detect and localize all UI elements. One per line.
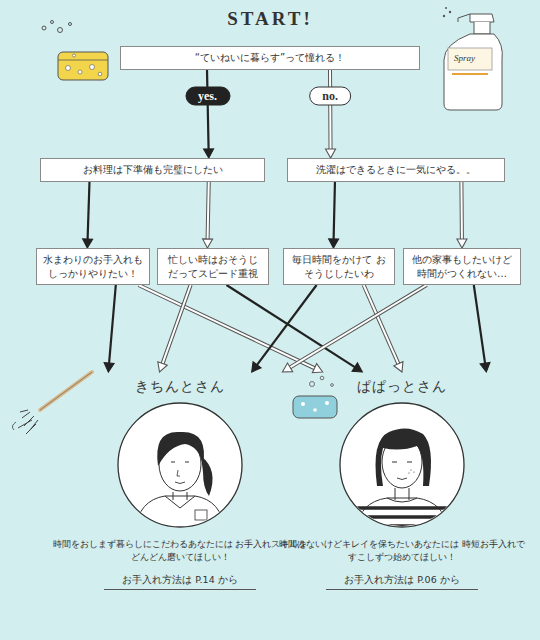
yes-arrow [329, 182, 339, 249]
arrow-outline [289, 285, 426, 368]
arrow-line [139, 285, 316, 369]
arrow-head [282, 363, 292, 372]
arrow-outline [364, 285, 399, 365]
arrow-line [207, 70, 209, 151]
box-text: 他の家事もしたいけど 時間がつくれない… [409, 253, 515, 280]
arrow-line [109, 285, 116, 364]
question-box: “ていねいに暮らす”って憧れる！ [120, 46, 420, 70]
box-text: 洗濯はできるときに一気にやる。。 [293, 163, 499, 177]
page-reference: お手入れ方法は P.06 から [326, 574, 477, 590]
answer-box: 他の家事もしたいけど 時間がつくれない… [403, 248, 521, 285]
result-circle: ぱぱっとさん時間はないけどキレイを保ちたいあなたには 時短お手入れですこしずつ始… [278, 372, 526, 590]
arrow-line [289, 285, 426, 368]
yes-label: yes. [185, 87, 230, 106]
portrait-circle [337, 400, 467, 530]
result-description: 時間はないけどキレイを保ちたいあなたには 時短お手入れですこしずつ始めてほしい！ [278, 538, 526, 564]
no-label: no. [309, 87, 351, 106]
arrow-head [394, 362, 403, 372]
arrow-outline [459, 182, 464, 241]
arrow-outline [208, 182, 209, 241]
arrow-outline [328, 70, 333, 151]
arrow-head [329, 239, 339, 248]
yes-arrow [104, 285, 116, 372]
arrow-outline [162, 285, 190, 364]
result-circle: きちんとさん時間をおしまず暮らしにこだわるあなたには お手入れスキルをどんどん磨… [52, 372, 308, 590]
box-text: 水まわりのお手入れも しっかりやりたい！ [42, 253, 144, 280]
arrow-head [203, 239, 213, 248]
box-text: “ていねいに暮らす”って憧れる！ [126, 51, 414, 65]
brush-illustration [12, 372, 92, 434]
no-arrow [364, 285, 403, 372]
arrow-line [460, 182, 463, 241]
result-heading: きちんとさん [135, 378, 225, 396]
arrow-line [88, 182, 90, 241]
arrow-head [104, 363, 114, 372]
sponge-illustration [293, 376, 337, 418]
arrow-head [326, 149, 336, 158]
yes-arrow [474, 285, 490, 372]
yes-arrow [83, 182, 93, 249]
arrow-line [364, 285, 399, 365]
arrow-head [83, 239, 93, 248]
arrow-head [352, 363, 362, 372]
arrow-head [252, 362, 261, 372]
yes-arrow [226, 285, 362, 372]
arrow-line [226, 285, 355, 368]
arrow-head [312, 364, 322, 373]
box-text: 毎日時間をかけて おそうじしたいわ [289, 253, 389, 280]
arrow-line [208, 182, 209, 241]
result-heading: ぱぱっとさん [357, 378, 447, 396]
arrow-line [334, 182, 335, 241]
no-arrow [326, 70, 336, 159]
arrow-head [457, 239, 467, 248]
result-description: 時間をおしまず暮らしにこだわるあなたには お手入れスキルをどんどん磨いてほしい！ [52, 538, 308, 564]
spray-bottle-illustration [443, 7, 503, 110]
arrow-outline [139, 285, 316, 369]
no-arrow [282, 285, 426, 372]
arrow-head [204, 149, 214, 158]
bottle-label: Spray [454, 53, 475, 63]
portrait-circle [115, 400, 245, 530]
box-text: 忙しい時はおそうじ だってスピード重視 [163, 253, 263, 280]
arrow-head [158, 362, 167, 372]
page-reference: お手入れ方法は P.14 から [104, 574, 255, 590]
answer-box: 忙しい時はおそうじ だってスピード重視 [157, 248, 269, 285]
no-arrow [203, 182, 213, 249]
arrow-line [329, 70, 332, 151]
answer-box: 水まわりのお手入れも しっかりやりたい！ [36, 248, 150, 285]
no-arrow [457, 182, 467, 249]
arrow-line [474, 285, 485, 364]
box-text: お料理は下準備も完璧にしたい [46, 163, 259, 177]
answer-box: 毎日時間をかけて おそうじしたいわ [283, 248, 395, 285]
question-box: 洗濯はできるときに一気にやる。。 [287, 158, 505, 182]
no-arrow [158, 285, 191, 372]
sponge-illustration [42, 21, 108, 81]
question-box: お料理は下準備も完璧にしたい [40, 158, 265, 182]
title: START! [0, 8, 540, 30]
arrow-head [480, 362, 490, 372]
arrow-line [256, 285, 316, 366]
arrow-line [162, 285, 190, 364]
yes-arrow [204, 70, 214, 159]
